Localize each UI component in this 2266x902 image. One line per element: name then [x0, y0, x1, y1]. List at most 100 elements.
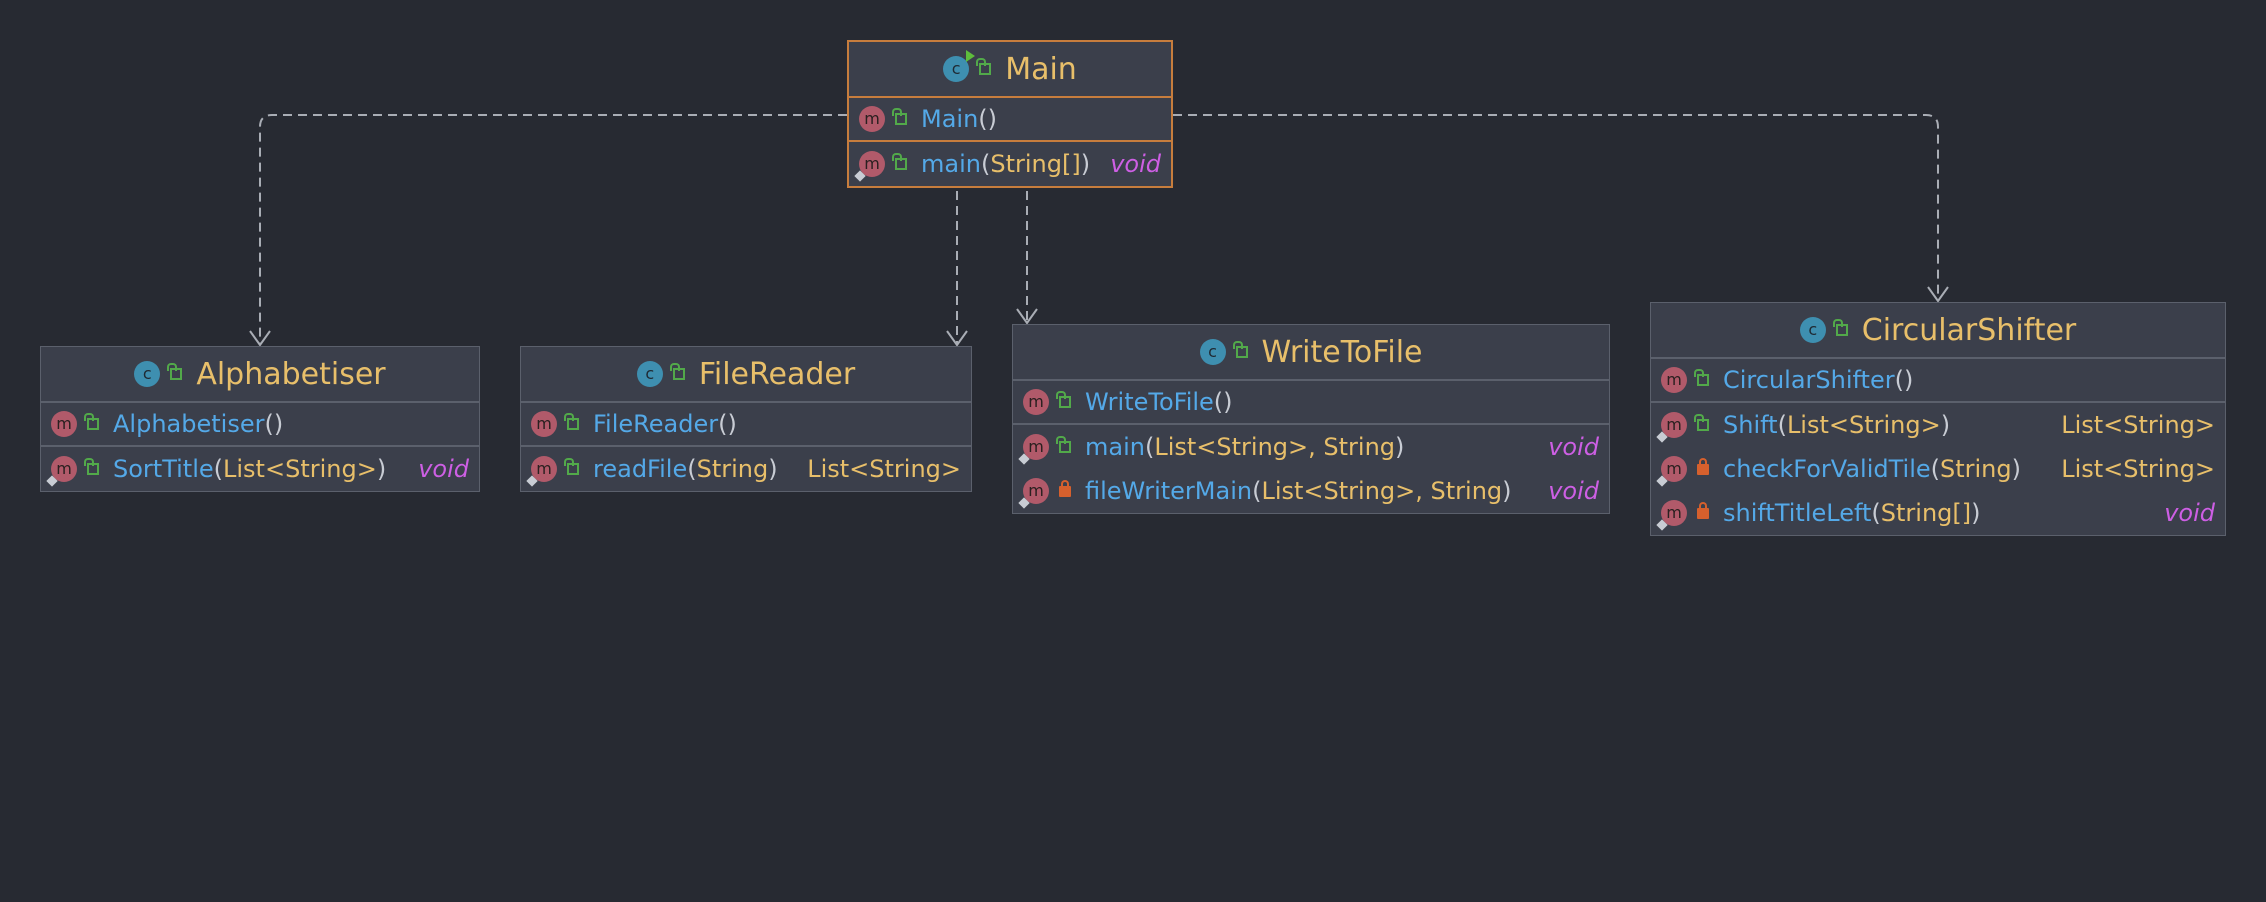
lock-icon	[1059, 479, 1071, 497]
class-icon: c	[636, 361, 663, 387]
class-icon: c	[943, 50, 976, 82]
return-type: void	[1548, 433, 1599, 461]
paren-open: (	[213, 455, 224, 483]
paren-close: )	[1223, 388, 1233, 416]
edge-main-to-alphabetiser	[259, 114, 847, 345]
unlocked-icon	[564, 413, 579, 430]
arrowhead-filereader	[946, 330, 968, 347]
paren-close: )	[1903, 366, 1914, 394]
unlocked-icon	[1232, 341, 1248, 358]
member-row[interactable]: m fileWriterMain(List<String>, String) voi…	[1013, 469, 1609, 513]
arrowhead-writetofile	[1016, 308, 1038, 325]
static-icon	[854, 170, 866, 182]
paren-open: (	[980, 150, 991, 178]
method-name: Alphabetiser	[113, 410, 265, 438]
unlocked-icon	[1832, 319, 1848, 336]
paren-open: (	[1252, 477, 1262, 505]
method-icon: m	[1018, 478, 1049, 509]
static-icon	[1656, 431, 1668, 443]
method-icon: m	[854, 151, 885, 182]
paren-open: (	[1930, 455, 1940, 483]
paren-open: (	[1144, 433, 1155, 461]
method-params: String	[696, 455, 769, 483]
return-type: List<String>	[807, 455, 961, 483]
method-name: readFile	[593, 455, 688, 483]
paren-open: (	[264, 410, 274, 438]
class-header[interactable]: c FileReader	[521, 347, 971, 403]
paren-close: )	[1502, 477, 1512, 505]
method-icon: m	[1656, 412, 1687, 443]
return-type: List<String>	[2061, 411, 2215, 439]
unlocked-icon	[1694, 369, 1709, 386]
class-header[interactable]: c Main	[849, 42, 1171, 98]
method-icon: m	[531, 411, 557, 437]
return-type: void	[418, 455, 469, 483]
method-params: List<String>, String	[1261, 477, 1503, 505]
unlocked-icon	[564, 458, 579, 475]
paren-close: )	[376, 455, 387, 483]
return-type: List<String>	[2061, 455, 2215, 483]
unlocked-icon	[84, 413, 99, 430]
return-type: void	[2164, 499, 2215, 527]
method-icon: m	[1018, 434, 1049, 465]
paren-close: )	[1080, 150, 1091, 178]
method-name: main	[1085, 433, 1145, 461]
method-params: String	[1940, 455, 2012, 483]
class-name: WriteToFile	[1261, 334, 1423, 370]
unlocked-icon	[1056, 436, 1071, 453]
paren-open: (	[1777, 411, 1787, 439]
paren-open: (	[1894, 366, 1904, 394]
paren-open: (	[1871, 499, 1881, 527]
method-name: fileWriterMain	[1085, 477, 1253, 505]
unlocked-icon	[1694, 414, 1709, 431]
paren-open: (	[1213, 388, 1224, 416]
run-icon	[966, 50, 976, 62]
paren-close: )	[1971, 499, 1981, 527]
class-icon: c	[1799, 317, 1826, 343]
method-name: Main	[921, 105, 979, 133]
paren-close: )	[768, 455, 778, 483]
paren-close: )	[2011, 455, 2021, 483]
class-name: FileReader	[698, 356, 856, 392]
static-icon	[1018, 453, 1030, 465]
method-icon: m	[526, 456, 557, 487]
unlocked-icon	[167, 363, 183, 380]
unlocked-icon	[84, 458, 99, 475]
arrowhead-circularshifter	[1927, 286, 1949, 303]
paren-open: (	[687, 455, 697, 483]
method-name: Shift	[1723, 411, 1778, 439]
method-name: checkForValidTile	[1723, 455, 1931, 483]
return-type: void	[1548, 477, 1599, 505]
paren-close: )	[1940, 411, 1951, 439]
static-icon	[1656, 475, 1668, 487]
class-name: Main	[1005, 51, 1077, 87]
member-row[interactable]: m readFile(String) List<String>	[521, 447, 971, 491]
method-params: List<String>	[223, 455, 377, 483]
paren-close: )	[727, 410, 737, 438]
static-icon	[1656, 519, 1668, 531]
unlocked-icon	[976, 58, 992, 75]
unlocked-icon	[669, 363, 685, 380]
lock-icon	[1697, 457, 1709, 475]
static-icon	[526, 475, 538, 487]
